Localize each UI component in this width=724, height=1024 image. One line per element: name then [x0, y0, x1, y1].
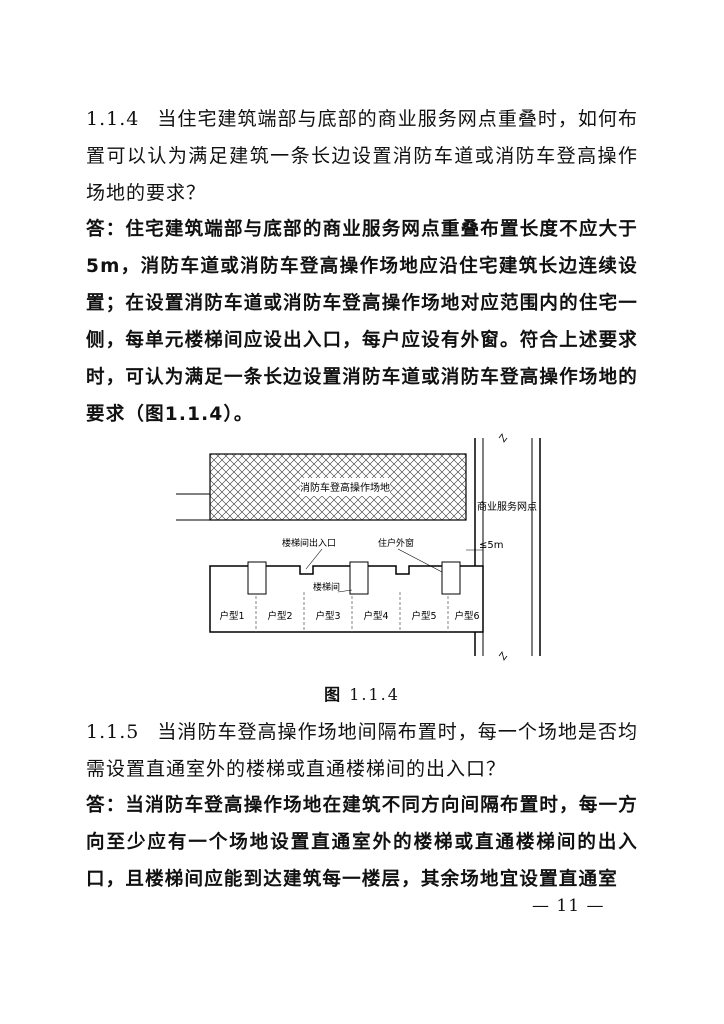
question-text-1-1-4: 当住宅建筑端部与底部的商业服务网点重叠时，如何布置可以认为满足建筑一条长边设置消…: [86, 108, 638, 204]
answer-1-1-4: 答：住宅建筑端部与底部的商业服务网点重叠布置长度不应大于5m，消防车道或消防车登…: [86, 219, 638, 425]
section-number-1-1-4: 1.1.4: [86, 108, 140, 130]
stairwell-box-1: [247, 561, 267, 595]
window-label: 住户外窗: [378, 537, 414, 549]
fire-truck-operation-area: 消防车登高操作场地: [209, 453, 467, 521]
stairwell-label: 楼梯间: [313, 581, 340, 593]
figure-caption-label: 图: [324, 685, 343, 704]
unit-label-5: 户型5: [411, 610, 436, 622]
residential-building-outline: [209, 565, 484, 633]
figure-caption: 图 1.1.4: [0, 681, 724, 705]
unit-label-2: 户型2: [267, 610, 292, 622]
section-number-1-1-5: 1.1.5: [86, 721, 140, 743]
stair-entrance-label: 楼梯间出入口: [282, 537, 336, 549]
page-number: — 11 —: [532, 896, 605, 916]
unit-label-4: 户型4: [363, 610, 388, 622]
figure-caption-number: 1.1.4: [349, 685, 400, 704]
unit-label-3: 户型3: [315, 610, 340, 622]
unit-label-1: 户型1: [219, 610, 244, 622]
commercial-label: 商业服务网点: [477, 500, 537, 513]
stairwell-box-2: [349, 561, 369, 595]
unit-labels: 户型1 户型2 户型3 户型4 户型5 户型6: [219, 610, 479, 622]
unit-label-6: 户型6: [454, 610, 479, 622]
question-text-1-1-5: 当消防车登高操作场地间隔布置时，每一个场地是否均需设置直通室外的楼梯或直通楼梯间…: [86, 721, 638, 780]
stairwell-box-3: [441, 561, 461, 595]
figure-1-1-4-diagram: 消防车登高操作场地 商业服务网点 楼梯间 楼梯间出入口 住户外窗 ≤5m 户型1…: [176, 433, 541, 661]
hatched-area-label: 消防车登高操作场地: [300, 481, 390, 494]
overlap-dimension-label: ≤5m: [479, 540, 503, 551]
answer-1-1-5: 答：当消防车登高操作场地在建筑不同方向间隔布置时，每一方向至少应有一个场地设置直…: [86, 795, 638, 890]
